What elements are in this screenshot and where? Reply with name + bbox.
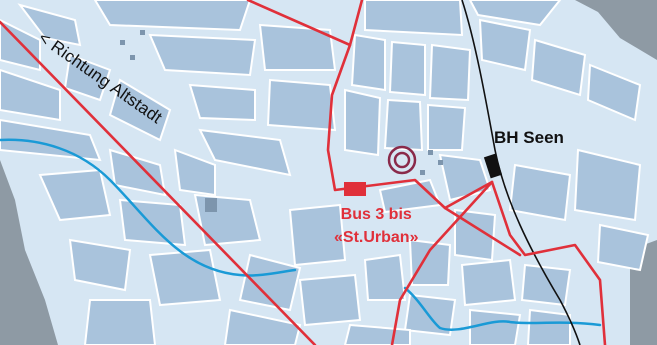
route-lines: [0, 0, 607, 345]
bus-stop-icon[interactable]: [344, 182, 366, 196]
station-label: BH Seen: [494, 128, 564, 147]
building-dots: [120, 30, 443, 212]
bus-route-label-line2: «St.Urban»: [334, 229, 419, 246]
target-location-icon[interactable]: [387, 145, 417, 175]
bus-route-label: Bus 3 bis «St.Urban»: [334, 203, 418, 249]
river: [0, 138, 602, 331]
train-station-icon[interactable]: [483, 153, 503, 179]
railway-line: [461, 0, 581, 345]
bus-route-label-line1: Bus 3 bis: [340, 206, 412, 223]
